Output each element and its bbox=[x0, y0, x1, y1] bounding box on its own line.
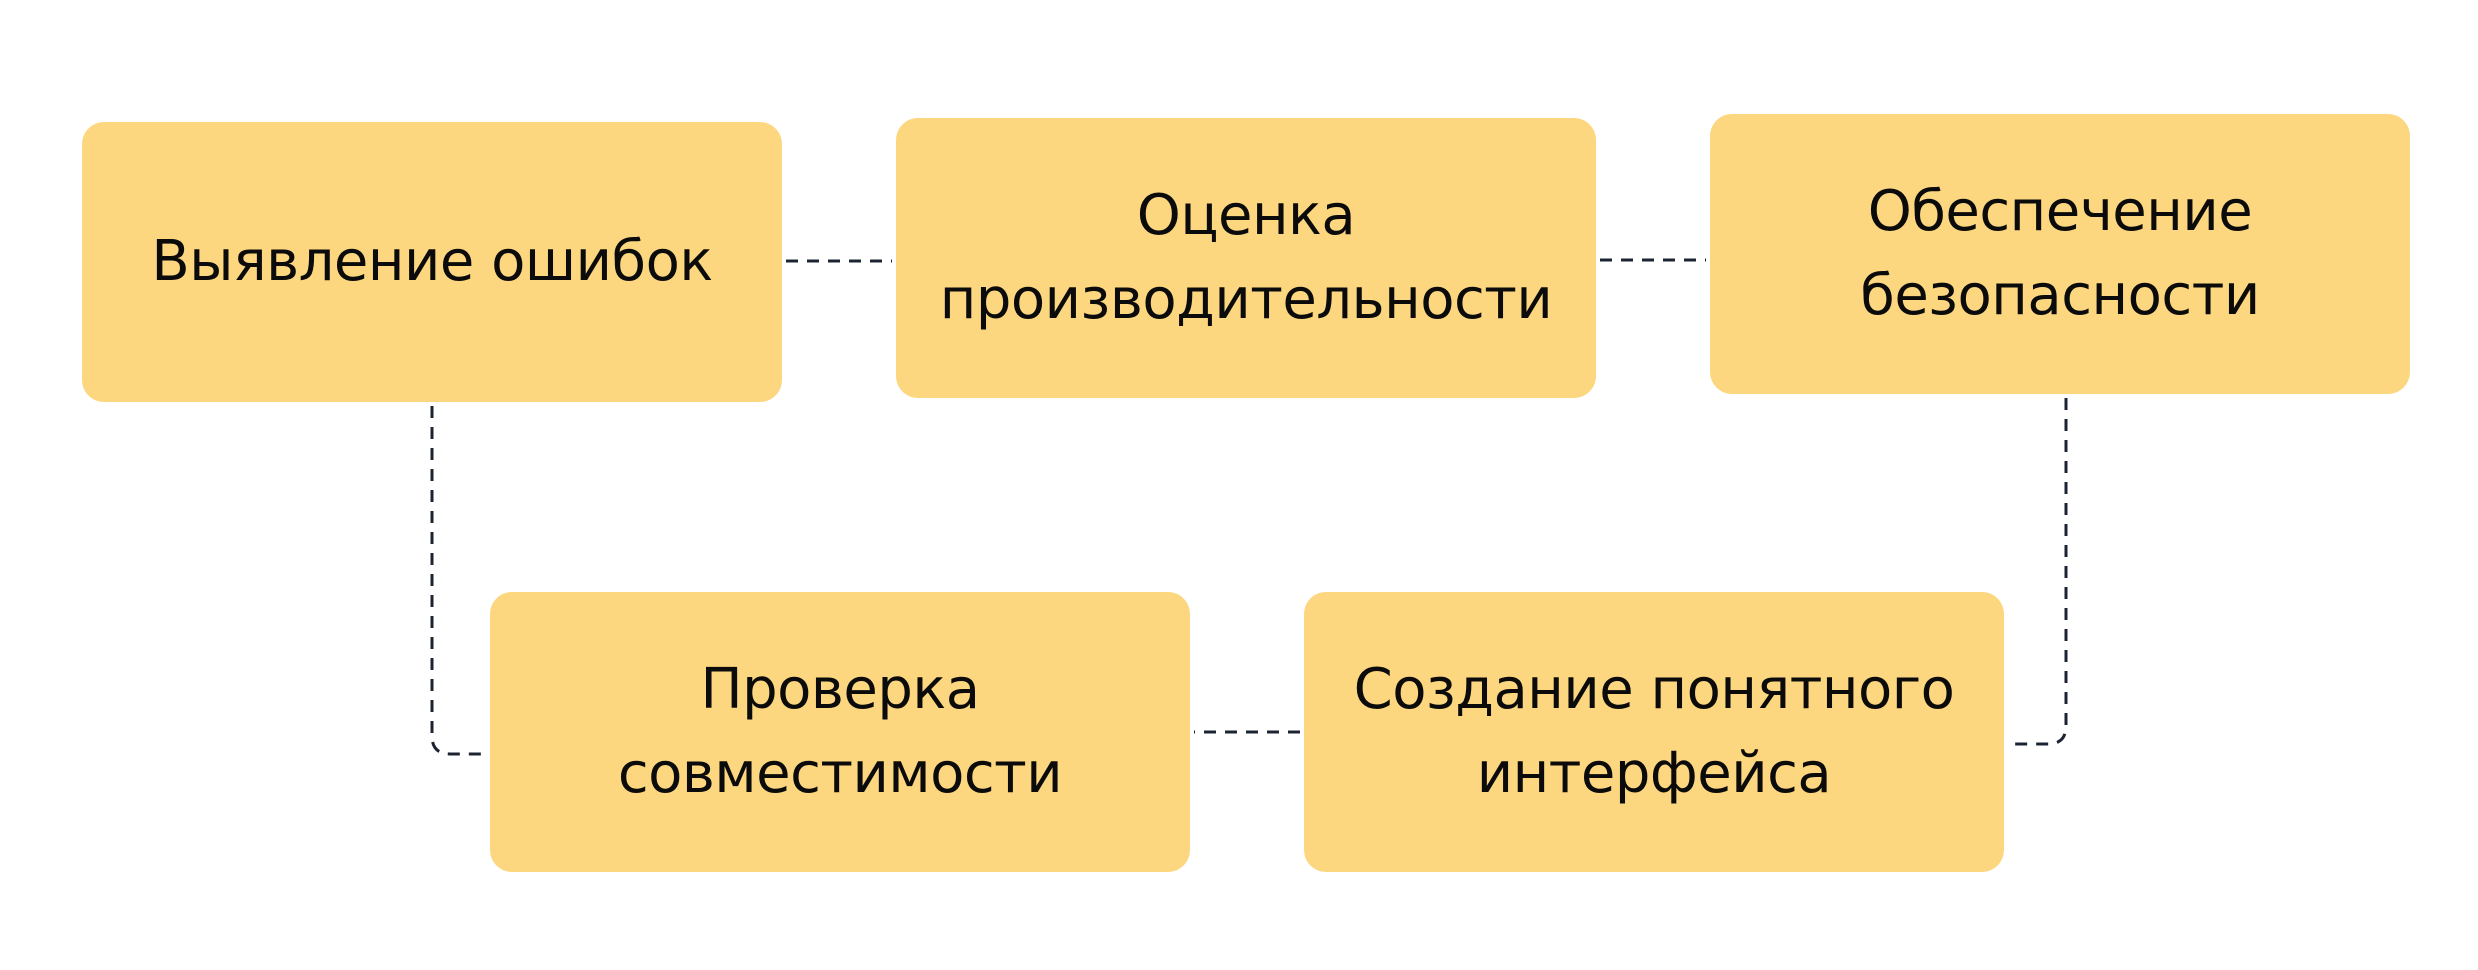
node-label: Оценка производительности bbox=[939, 183, 1553, 332]
node-label: Обеспечение безопасности bbox=[1860, 179, 2260, 328]
node-label: Проверка совместимости bbox=[617, 657, 1063, 806]
connector-n4-n1 bbox=[430, 406, 486, 756]
node-label: Создание понятного интерфейса bbox=[1353, 657, 1955, 806]
node-compatibility-check: Проверка совместимости bbox=[490, 592, 1190, 872]
node-performance-evaluation: Оценка производительности bbox=[896, 118, 1596, 398]
node-label: Выявление ошибок bbox=[151, 229, 713, 294]
node-security-assurance: Обеспечение безопасности bbox=[1710, 114, 2410, 394]
connector-n3-n5 bbox=[2008, 398, 2068, 746]
node-clear-interface: Создание понятного интерфейса bbox=[1304, 592, 2004, 872]
node-error-detection: Выявление ошибок bbox=[82, 122, 782, 402]
